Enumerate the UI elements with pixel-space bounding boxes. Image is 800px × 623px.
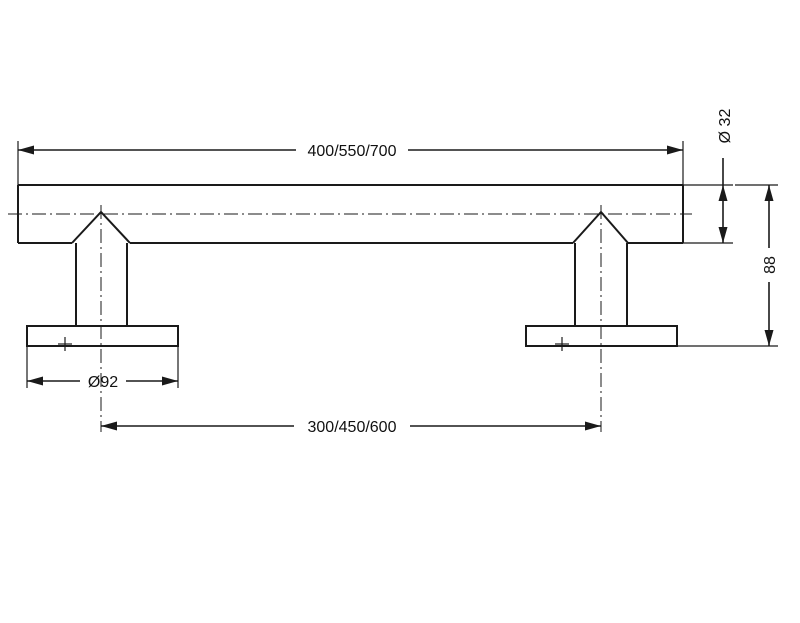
overall-length-dimension: 400/550/700: [17, 141, 684, 185]
projection-dimension: 88: [677, 184, 779, 347]
bar-diameter-label: Ø 32: [717, 109, 734, 144]
grab-bar-tube: [17, 184, 684, 244]
centre-distance-dimension: 300/450/600: [101, 419, 601, 436]
projection-label: 88: [762, 256, 779, 274]
right-screw-mark: [555, 337, 569, 351]
overall-length-label: 400/550/700: [308, 143, 397, 160]
left-screw-mark: [58, 337, 72, 351]
flange-diameter-dimension: Ø92: [26, 346, 179, 391]
centre-distance-label: 300/450/600: [308, 419, 397, 436]
bar-diameter-dimension: Ø 32: [683, 109, 734, 244]
flange-diameter-label: Ø92: [88, 374, 118, 391]
left-flange: [26, 325, 179, 347]
